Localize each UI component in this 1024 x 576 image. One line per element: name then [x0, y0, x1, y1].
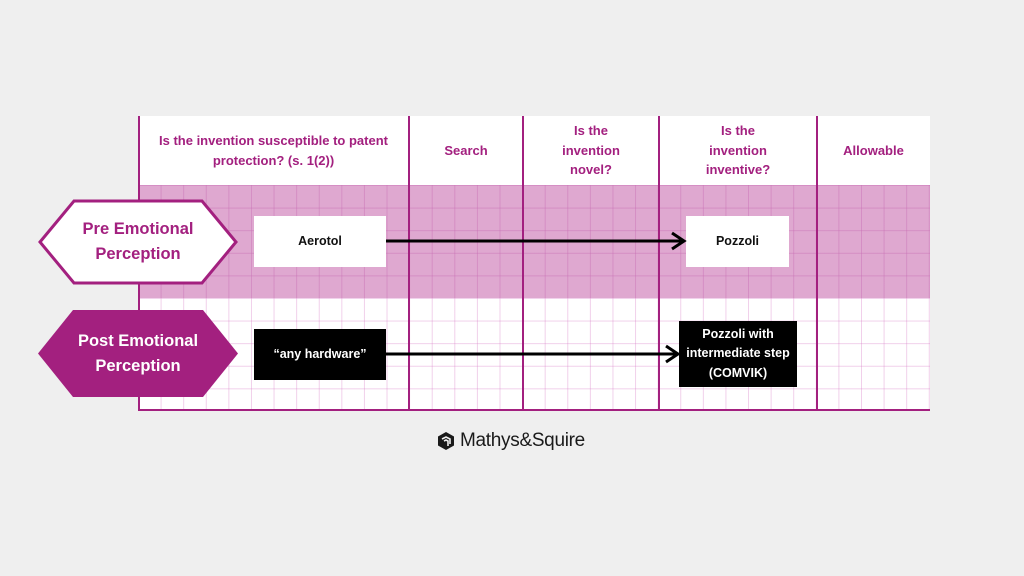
row-label-post-emotional-perception: Post Emotional Perception	[38, 310, 238, 397]
column-header-search: Search	[444, 142, 488, 158]
column-header-susceptible: Is the invention susceptible to patent p…	[159, 133, 388, 168]
case-box-any-hardware: “any hardware”	[254, 329, 386, 380]
column-header-novel: Is the invention novel?	[562, 123, 620, 178]
case-box-aerotol: Aerotol	[254, 216, 386, 267]
arrow-any-hardware-to-pozzoli-comvik	[386, 344, 681, 364]
row-label-text: Pre Emotional Perception	[82, 220, 194, 263]
column-header-inventive: Is the invention inventive?	[705, 123, 771, 178]
mathys-squire-logo-icon	[438, 432, 454, 450]
row-label-text: Post Emotional Perception	[77, 331, 199, 375]
hexagon-filled-shape	[38, 310, 238, 397]
arrow-aerotol-to-pozzoli	[386, 231, 687, 251]
brand-logo: Mathys&Squire	[436, 430, 585, 452]
case-box-pozzoli: Pozzoli	[686, 216, 789, 267]
case-box-pozzoli-comvik: Pozzoli with intermediate step (COMVIK)	[679, 321, 797, 387]
column-divider	[816, 116, 818, 411]
grid-bottom-border	[138, 409, 930, 411]
hexagon-outline-shape	[38, 199, 238, 285]
column-divider	[658, 116, 660, 411]
column-divider	[522, 116, 524, 411]
row-label-pre-emotional-perception: Pre Emotional Perception	[38, 199, 238, 285]
column-header-allowable: Allowable	[843, 142, 904, 158]
column-divider	[408, 116, 410, 411]
brand-name: Mathys&Squire	[460, 430, 585, 451]
column-header-row: Is the invention susceptible to patent p…	[138, 116, 930, 185]
